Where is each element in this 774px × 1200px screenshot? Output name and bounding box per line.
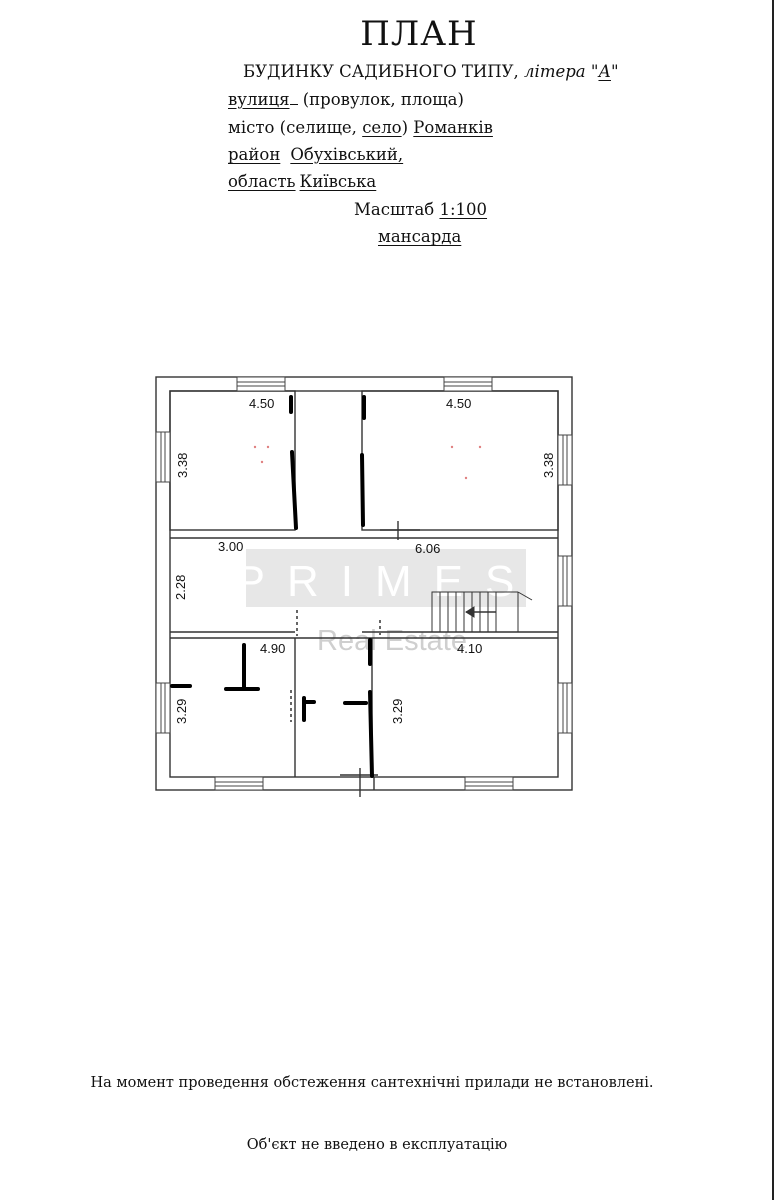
floor-line: мансарда <box>378 227 461 246</box>
subtitle-prefix: БУДИНКУ САДИБНОГО ТИПУ, <box>243 62 525 81</box>
dim-bottom-left-height: 3.29 <box>174 699 189 724</box>
dim-bottom-center-height: 3.29 <box>390 699 405 724</box>
window-left-top <box>155 431 171 483</box>
region-label: область <box>228 172 296 191</box>
street-label: вулиця <box>228 90 290 109</box>
window-bottom-left <box>214 776 264 791</box>
watermark-brand: PRIMES <box>236 557 537 606</box>
window-right-middle <box>557 555 573 607</box>
marker-walls <box>170 395 374 778</box>
dim-bottom-right-width: 4.10 <box>457 641 482 656</box>
plan-title: ПЛАН <box>360 14 478 54</box>
window-left-bottom <box>155 682 171 734</box>
city-line: місто (селище, село) Романків <box>228 118 493 137</box>
watermark-tagline: Real Estate <box>317 625 467 657</box>
windows <box>155 376 573 791</box>
scale-line: Масштаб 1:100 <box>354 200 487 219</box>
street-line: вулиця (провулок, площа) <box>228 90 464 109</box>
footer-note-status: Об'єкт не введено в експлуатацію <box>246 1137 508 1153</box>
footer-note-fixtures: На момент проведення обстеження сантехні… <box>90 1075 654 1091</box>
dim-top-right-height: 3.38 <box>541 453 556 478</box>
dim-top-right-width: 4.50 <box>446 396 471 411</box>
city-label: місто (селище, <box>228 118 363 137</box>
dim-top-left-height: 3.38 <box>175 453 190 478</box>
city-value: Романків <box>413 118 493 137</box>
watermark: PRIMES Real Estate <box>236 549 537 657</box>
fixture-dots <box>253 445 482 480</box>
subtitle-litera-close: " <box>610 62 619 81</box>
dimension-labels: 4.50 4.50 3.38 3.38 3.00 6.06 2.28 4.90 … <box>173 396 556 724</box>
street-rest: (провулок, площа) <box>297 90 464 109</box>
region-value: Київська <box>299 172 377 191</box>
scale-label: Масштаб <box>354 200 440 219</box>
city-close: ) <box>401 118 414 137</box>
subtitle-line: БУДИНКУ САДИБНОГО ТИПУ, літера "А" <box>243 62 619 81</box>
dim-middle-left-width: 3.00 <box>218 539 243 554</box>
staircase <box>431 591 533 633</box>
window-bottom-right <box>464 776 514 791</box>
room-top-right <box>361 390 559 531</box>
dashed-marks <box>290 610 381 722</box>
subtitle-litera-value: А <box>598 62 611 81</box>
dim-middle-right-width: 6.06 <box>415 541 440 556</box>
city-selected: село <box>362 118 402 137</box>
district-value: Обухівський, <box>290 145 404 164</box>
dim-middle-left-height: 2.28 <box>173 575 188 600</box>
dim-top-left-width: 4.50 <box>249 396 274 411</box>
window-right-top <box>557 434 573 486</box>
window-top-right <box>443 376 493 392</box>
page-edge-line <box>772 0 774 1200</box>
district-label: район <box>228 145 281 164</box>
window-top-left <box>236 376 286 392</box>
floor-value: мансарда <box>378 227 462 246</box>
dim-bottom-left-width: 4.90 <box>260 641 285 656</box>
watermark-box <box>246 549 526 607</box>
subtitle-litera-label: літера " <box>524 62 599 81</box>
district-line: район Обухівський, <box>228 145 403 164</box>
floor-plan: PRIMES Real Estate <box>155 376 573 797</box>
window-right-bottom <box>557 682 573 734</box>
scale-value: 1:100 <box>439 200 488 219</box>
